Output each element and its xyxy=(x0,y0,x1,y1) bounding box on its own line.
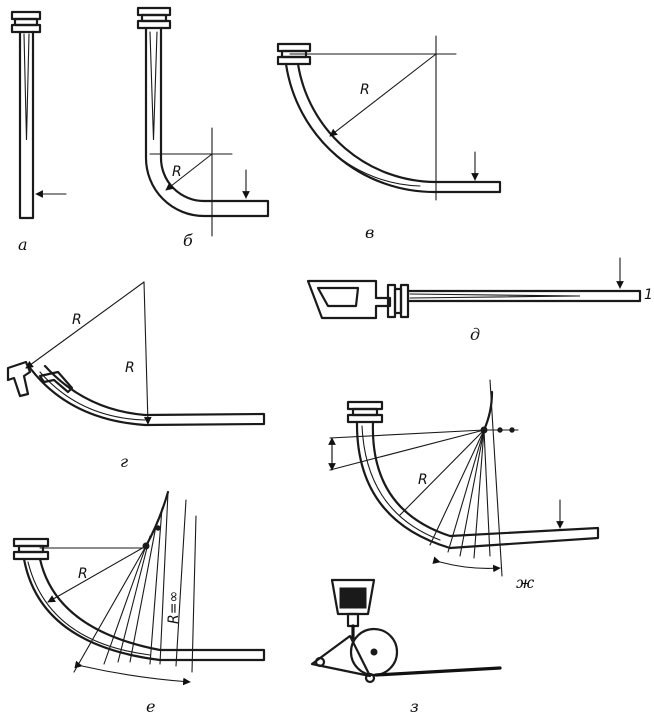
strand-shell xyxy=(18,30,35,220)
radius-line-1 xyxy=(25,281,145,369)
panel-d-horizontal-machine: 1 д xyxy=(306,257,653,344)
tundish-inner xyxy=(316,286,360,308)
cast-strip xyxy=(374,666,502,677)
radius-label: R xyxy=(172,164,182,180)
radius-fan xyxy=(73,490,197,673)
mold-flange xyxy=(10,10,42,34)
radius-line-2 xyxy=(143,281,152,425)
liquid-core xyxy=(39,371,146,421)
pulley-right xyxy=(364,672,376,684)
infinity-radius-label: R=∞ xyxy=(166,591,182,624)
panel-zh-multi-radius-machine: R ж xyxy=(328,379,600,592)
radius-label: R xyxy=(78,566,88,582)
radius-line xyxy=(329,53,437,137)
strand-shell xyxy=(355,420,600,550)
frame-triangle xyxy=(310,634,372,678)
mold-flange xyxy=(136,6,172,30)
panel-e-progressive-radius-machine: R R=∞ е xyxy=(12,490,266,716)
panel-label: а xyxy=(18,235,28,254)
radius-label-2: R xyxy=(125,360,135,376)
panel-label: ж xyxy=(516,573,535,592)
sector-arrow xyxy=(74,660,191,686)
panel-label: г xyxy=(120,452,128,471)
panel-label: д xyxy=(470,325,480,344)
nozzle xyxy=(346,612,360,628)
strand-shell xyxy=(144,26,270,218)
radius-line xyxy=(47,545,147,603)
liquid-core xyxy=(149,31,158,141)
strand-shell xyxy=(22,557,266,662)
panel-label: з xyxy=(410,697,419,716)
mold-flange xyxy=(276,42,312,66)
radius-label: R xyxy=(360,82,370,98)
solidified-shell-line xyxy=(321,141,421,187)
strand-shell xyxy=(406,289,642,303)
tundish xyxy=(306,279,392,320)
liquid-core xyxy=(23,33,30,141)
strand-shell xyxy=(284,62,502,194)
panel-v-radial-machine: R в xyxy=(276,35,502,242)
panel-g-curved-mold-machine: R R г xyxy=(6,281,266,471)
liquid-core xyxy=(361,425,441,541)
radius-label: R xyxy=(418,472,428,488)
liquid-core xyxy=(409,293,581,299)
panel-b-vertical-bending-machine: R б xyxy=(136,6,270,250)
end-mark: 1 xyxy=(644,287,653,303)
mold-flange xyxy=(12,537,50,561)
panel-a-vertical-machine: а xyxy=(10,10,67,254)
panel-label: е xyxy=(146,697,155,716)
ladle xyxy=(330,578,376,616)
wheel-hub xyxy=(370,648,378,656)
radius-line xyxy=(165,153,213,191)
mold-flange xyxy=(346,400,384,424)
panel-z-rotary-mold-machine: з xyxy=(310,578,502,716)
radius-fan xyxy=(329,379,519,577)
panel-label: в xyxy=(365,223,374,242)
radius-label-1: R xyxy=(72,312,82,328)
sector-arrow xyxy=(432,556,501,573)
panel-label: б xyxy=(183,231,193,250)
ladle-metal xyxy=(339,587,367,609)
pulley-left xyxy=(314,656,326,668)
liquid-core xyxy=(27,561,151,656)
strand-shell xyxy=(28,364,266,427)
